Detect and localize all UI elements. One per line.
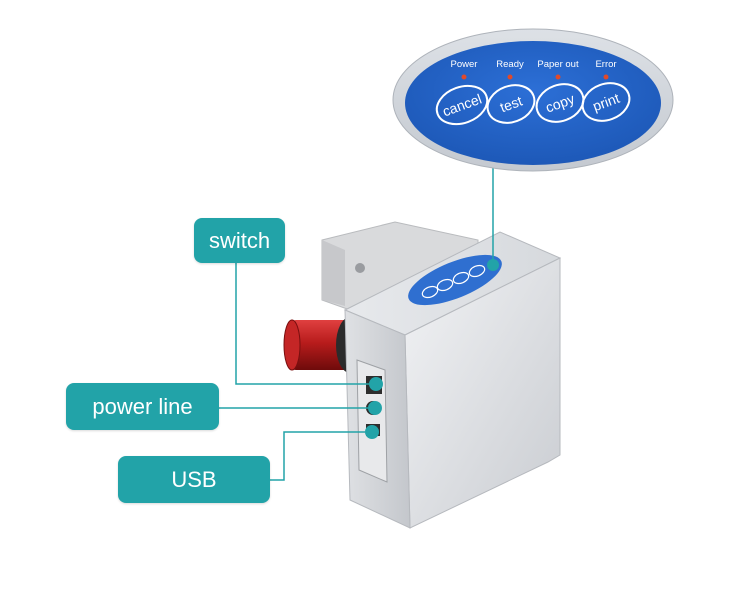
power-marker [368,401,382,415]
usb-callout-label: USB [171,466,217,492]
switch-marker [369,377,383,391]
usb-marker [365,425,379,439]
switch-callout: switch [194,218,285,263]
error-led [603,74,609,80]
panel-face [405,41,661,165]
power-led [461,74,467,80]
indicator-paper-out-label: Paper out [537,59,579,70]
test-button[interactable]: test [482,79,539,129]
mini-panel-marker [487,259,499,271]
bracket-screw [355,263,365,273]
indicator-power-label: Power [451,59,478,70]
printer-mini-panel [408,254,502,306]
indicator-ready-label: Ready [496,59,524,70]
indicator-error-label: Error [595,59,616,70]
ready-led [507,74,513,80]
usb-callout: USB [118,456,270,503]
power-line-callout: power line [66,383,219,430]
power-line-callout-label: power line [92,393,193,419]
test-button-label: test [498,93,525,116]
leader-lines [219,168,494,481]
paper-roll-cylinder [290,320,350,370]
bracket-side [322,240,345,306]
paper-roll-end [283,319,301,371]
switch-callout-label: switch [208,227,271,253]
mini-panel-buttons [421,264,486,299]
paper-out-led [555,74,561,80]
control-panel-zoom: Power Ready Paper out Error cancel test … [392,28,674,172]
